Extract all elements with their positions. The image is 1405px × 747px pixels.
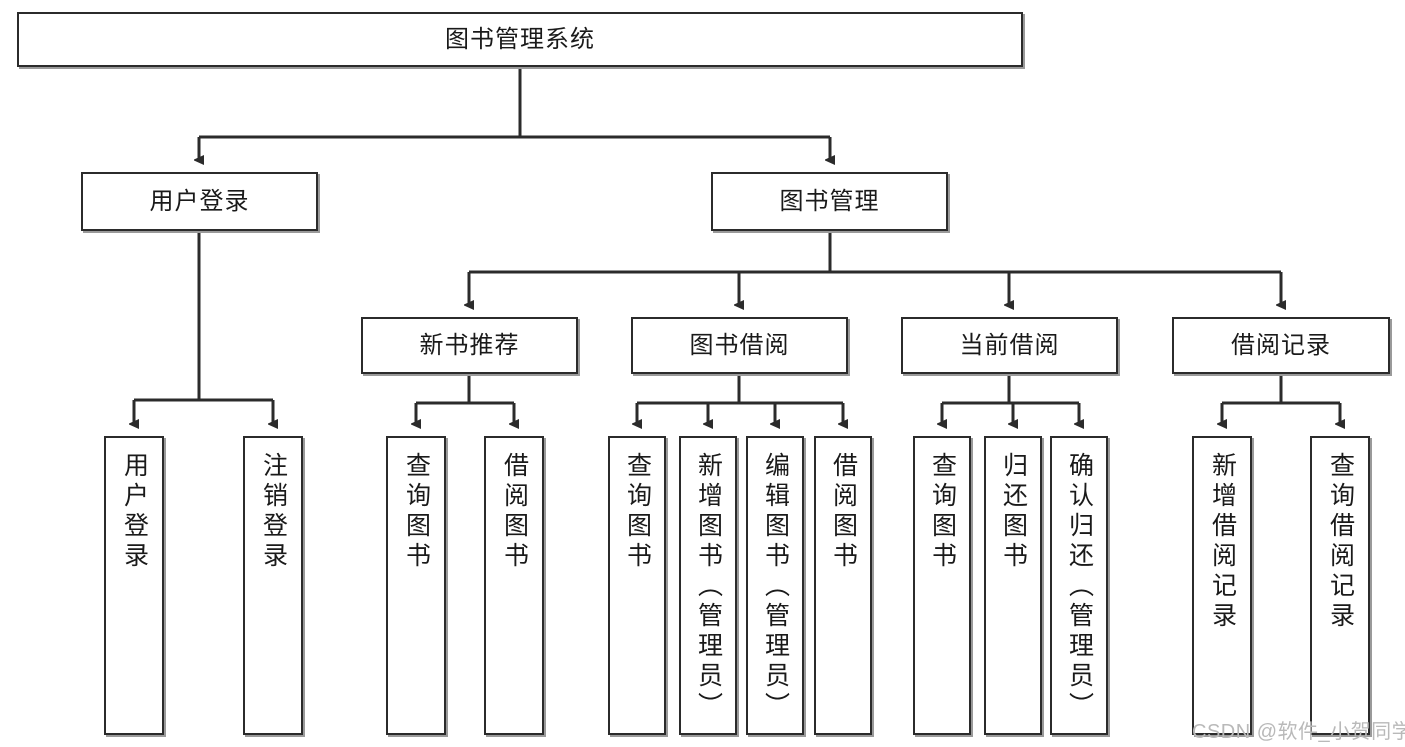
node-leaf-edit-book-admin[interactable]: 编辑图书（管理员） <box>746 436 804 735</box>
node-book-borrow[interactable]: 图书借阅 <box>631 317 848 374</box>
node-leaf-query-book-3-label: 查询图书 <box>928 452 957 572</box>
node-leaf-confirm-return-label: 确认归还（管理员） <box>1065 452 1094 722</box>
node-borrow-record-label: 借阅记录 <box>1231 331 1331 359</box>
node-leaf-add-borrow-record-label: 新增借阅记录 <box>1208 452 1237 632</box>
node-book-manage[interactable]: 图书管理 <box>711 172 948 231</box>
node-leaf-return-book-label: 归还图书 <box>999 452 1028 572</box>
node-leaf-edit-book-admin-label: 编辑图书（管理员） <box>761 452 790 722</box>
node-book-manage-label: 图书管理 <box>779 187 880 215</box>
node-leaf-add-borrow-record[interactable]: 新增借阅记录 <box>1192 436 1252 735</box>
node-leaf-query-book-2[interactable]: 查询图书 <box>608 436 666 735</box>
node-current-borrow[interactable]: 当前借阅 <box>901 317 1118 374</box>
node-leaf-query-book-2-label: 查询图书 <box>623 452 652 572</box>
node-leaf-return-book[interactable]: 归还图书 <box>984 436 1042 735</box>
node-leaf-user-login[interactable]: 用户登录 <box>104 436 164 735</box>
node-leaf-user-login-label: 用户登录 <box>120 452 149 572</box>
node-user-login-label: 用户登录 <box>149 187 250 215</box>
node-leaf-add-book-admin-label: 新增图书（管理员） <box>694 452 723 722</box>
node-leaf-user-logout-label: 注销登录 <box>259 452 288 572</box>
node-new-book-recommend[interactable]: 新书推荐 <box>361 317 578 374</box>
node-user-login[interactable]: 用户登录 <box>81 172 318 231</box>
node-book-borrow-label: 图书借阅 <box>689 331 790 359</box>
node-leaf-user-logout[interactable]: 注销登录 <box>243 436 303 735</box>
node-current-borrow-label: 当前借阅 <box>959 331 1060 359</box>
node-borrow-record[interactable]: 借阅记录 <box>1172 317 1390 374</box>
node-leaf-query-borrow-record[interactable]: 查询借阅记录 <box>1310 436 1370 735</box>
node-leaf-add-book-admin[interactable]: 新增图书（管理员） <box>679 436 737 735</box>
node-leaf-borrow-book-2[interactable]: 借阅图书 <box>814 436 872 735</box>
node-leaf-query-borrow-record-label: 查询借阅记录 <box>1326 452 1355 632</box>
node-leaf-query-book-1[interactable]: 查询图书 <box>386 436 446 735</box>
node-new-book-recommend-label: 新书推荐 <box>419 331 520 359</box>
watermark-text: CSDN @软件_小贺同学 <box>1192 721 1405 743</box>
node-leaf-query-book-3[interactable]: 查询图书 <box>913 436 971 735</box>
node-leaf-query-book-1-label: 查询图书 <box>402 452 431 572</box>
node-root-label: 图书管理系统 <box>445 25 595 53</box>
node-leaf-borrow-book-2-label: 借阅图书 <box>829 452 858 572</box>
node-root[interactable]: 图书管理系统 <box>17 12 1023 67</box>
node-leaf-confirm-return[interactable]: 确认归还（管理员） <box>1050 436 1108 735</box>
node-leaf-borrow-book-1[interactable]: 借阅图书 <box>484 436 544 735</box>
node-leaf-borrow-book-1-label: 借阅图书 <box>500 452 529 572</box>
